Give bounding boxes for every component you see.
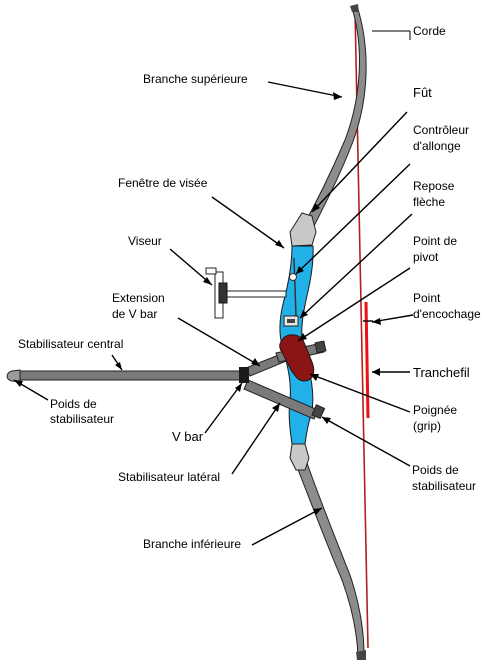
label-poids-gauche-2: stabilisateur (50, 412, 114, 426)
label-corde: Corde (413, 24, 446, 38)
label-repose-2: flèche (413, 195, 445, 209)
leader-vbar (204, 382, 243, 434)
arrow-encochage (372, 318, 381, 325)
serving (364, 301, 370, 419)
leader-lines (13, 30, 414, 546)
labels: Corde Branche supérieure Fût Contrôleur … (18, 24, 481, 551)
leader-fenetre (211, 196, 285, 249)
label-pivot-2: pivot (413, 250, 439, 264)
arrow-poids-gauche (14, 380, 23, 387)
label-poignee-2: (grip) (413, 419, 441, 433)
label-stab-lateral: Stabilisateur latéral (118, 470, 220, 484)
lower-limb (294, 459, 365, 656)
label-pivot-1: Point de (413, 234, 457, 248)
leader-controleur (295, 163, 411, 275)
riser-upper-block (289, 212, 317, 247)
label-fenetre: Fenêtre de visée (118, 176, 208, 190)
arrow-viseur (203, 277, 212, 285)
label-repose-1: Repose (413, 179, 455, 193)
label-controleur-2: d'allonge (413, 139, 461, 153)
label-poids-droite-2: stabilisateur (412, 479, 476, 493)
sight-aperture (218, 282, 228, 304)
label-poids-gauche-1: Poids de (50, 397, 97, 411)
label-branche-inferieure: Branche inférieure (143, 537, 241, 551)
arrow-rest-inner (287, 319, 295, 323)
label-controleur-1: Contrôleur (413, 123, 469, 137)
arrow-fut (312, 203, 320, 212)
arrow-branche-sup (333, 92, 342, 100)
label-extension-2: de V bar (112, 307, 157, 321)
label-vbar: V bar (172, 429, 204, 444)
label-stab-central: Stabilisateur central (18, 337, 123, 351)
arrow-fenetre (275, 240, 284, 248)
arrow-poids-droite (322, 417, 331, 424)
leader-extension (177, 317, 261, 367)
vbar-block (239, 367, 249, 383)
label-encochage-2: d'encochage (413, 307, 481, 321)
label-tranchefil: Tranchefil (413, 365, 470, 380)
arrow-extension (251, 358, 260, 366)
label-poignee-1: Poignée (413, 403, 457, 417)
upper-side-rod-weight (314, 340, 327, 354)
lower-limb-tip (356, 650, 366, 660)
leader-branche-sup (267, 81, 343, 98)
upper-limb-tip (350, 4, 359, 12)
label-encochage-1: Point (413, 291, 441, 305)
leader-poids-droite (321, 416, 411, 467)
label-viseur: Viseur (128, 234, 162, 248)
leader-branche-inf (251, 507, 323, 546)
label-poids-droite-1: Poids de (412, 463, 459, 477)
arrow-tranchefil (372, 368, 380, 376)
clicker-pivot (289, 273, 297, 281)
label-branche-superieure: Branche supérieure (143, 72, 248, 86)
lower-side-rod (243, 379, 319, 420)
leader-poignee (309, 373, 411, 413)
leader-viseur (169, 248, 213, 286)
grip (279, 334, 315, 382)
sight-bar (223, 290, 287, 298)
arrow-stab-lateral (272, 403, 280, 412)
lower-side-rod-weight (311, 404, 326, 420)
label-extension-1: Extension (112, 291, 165, 305)
leader-stab-lateral (231, 402, 281, 475)
sight-pin (205, 267, 217, 275)
arrow-branche-inf (313, 508, 322, 515)
long-rod (19, 370, 247, 381)
arrow-poignee (310, 374, 319, 381)
arrow-controleur (296, 266, 304, 274)
leader-repose (299, 213, 413, 319)
long-rod-weight (6, 369, 21, 383)
leader-pivot (297, 267, 411, 342)
arrow-pivot (298, 333, 307, 341)
clicker (293, 257, 297, 317)
leader-fut (311, 111, 408, 213)
arrow-stab-central (115, 362, 122, 370)
label-fut: Fût (413, 85, 432, 100)
arrow-repose (300, 310, 308, 318)
arrow-vbar (235, 383, 242, 392)
riser-lower-block (289, 443, 310, 471)
